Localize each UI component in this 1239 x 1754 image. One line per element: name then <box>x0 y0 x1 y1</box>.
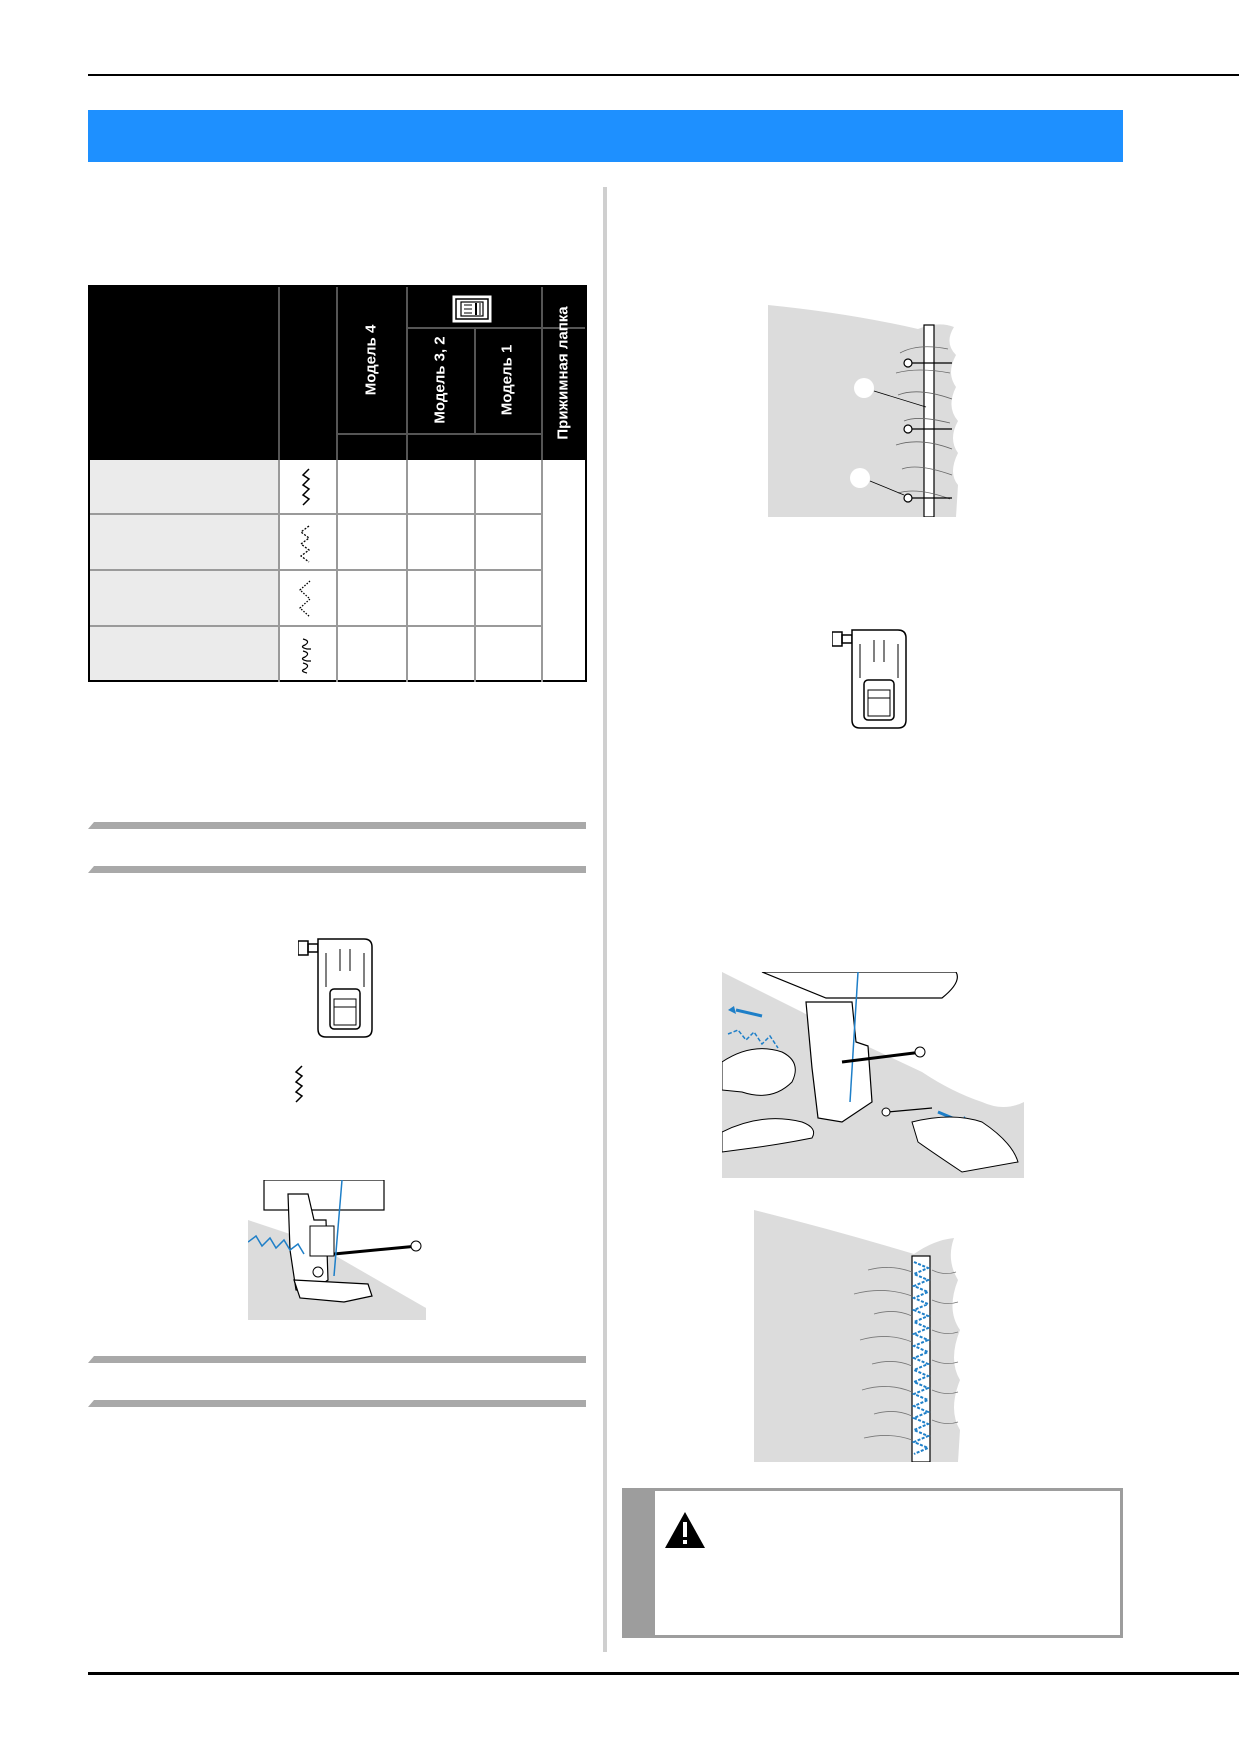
section-banner <box>88 110 1123 162</box>
pinned-elastic-illustration <box>768 305 958 517</box>
sewing-elastic-illustration <box>722 972 1024 1178</box>
finished-elastic-illustration <box>754 1210 960 1462</box>
table-row-name <box>90 571 278 625</box>
zigzag-stitch-icon <box>294 1065 304 1103</box>
caution-box <box>622 1488 1123 1638</box>
stitch-select-icon <box>452 295 492 323</box>
multi-point-zigzag-icon <box>299 580 311 618</box>
section-rule <box>88 1356 586 1363</box>
three-point-zigzag-icon <box>299 525 311 563</box>
header-presser-foot: Прижимная лапка <box>554 306 572 440</box>
section-rule <box>88 822 586 829</box>
warning-icon <box>665 1512 705 1548</box>
zigzag-foot-icon <box>298 938 373 1038</box>
section-rule <box>88 1400 586 1407</box>
header-model-4: Модель 4 <box>362 324 380 396</box>
section-rule <box>88 866 586 873</box>
stitch-table: Модель 4 Модель 3, 2 Модель 1 Прижимная … <box>88 285 587 682</box>
table-row-name <box>90 515 278 569</box>
top-rule <box>88 74 1239 76</box>
bottom-rule <box>88 1672 1239 1675</box>
header-model-3-2: Модель 3, 2 <box>431 336 449 424</box>
caution-strip <box>625 1491 655 1635</box>
column-divider <box>603 187 607 1652</box>
header-model-1: Модель 1 <box>498 344 516 416</box>
table-row-name <box>90 460 278 513</box>
zigzag-stitch-icon <box>301 468 311 506</box>
zigzag-foot-icon <box>832 629 907 729</box>
table-row-name <box>90 627 278 680</box>
blind-wave-stitch-icon <box>301 638 311 674</box>
zigzag-sewing-illustration <box>248 1180 426 1320</box>
